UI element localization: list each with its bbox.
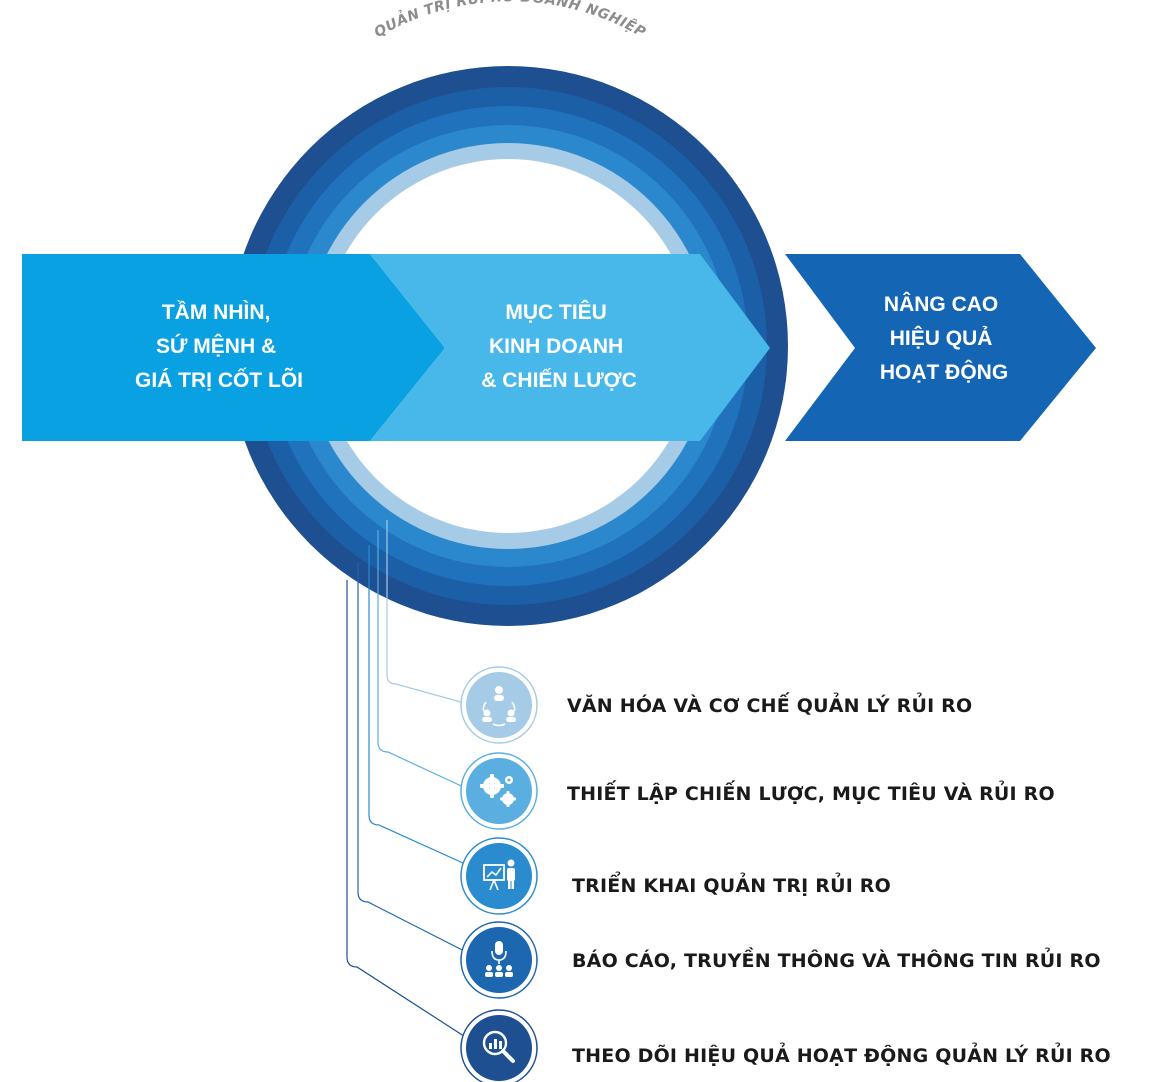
arrow-objectives-line-3: & CHIẾN LƯỢC: [481, 369, 637, 392]
arrow-performance-line-1: NÂNG CAO: [884, 292, 998, 316]
connector-2: [377, 530, 471, 791]
gears-icon: [480, 774, 516, 807]
connector-1: [386, 520, 469, 705]
item-3-disc: [466, 843, 532, 909]
arrow-performance: [785, 254, 1096, 441]
arrow-objectives: [370, 254, 770, 441]
item-1-disc: [466, 672, 532, 738]
item-strategy: [460, 752, 538, 830]
arrow-objectives-line-2: KINH DOANH: [489, 335, 623, 358]
item-5-label: THEO DÕI HIỆU QUẢ HOẠT ĐỘNG QUẢN LÝ RỦI …: [572, 1042, 1111, 1067]
connectors: [346, 520, 475, 1041]
arrow-vision-label: TẦM NHÌN, SỨ MỆNH & GIÁ TRỊ CỐT LÕI: [135, 301, 303, 392]
arrow-objectives-label: MỤC TIÊU KINH DOANH & CHIẾN LƯỢC: [481, 300, 637, 392]
microphone-audience-icon: [485, 941, 513, 977]
connector-4: [357, 562, 475, 957]
arrow-performance-line-3: HOẠT ĐỘNG: [880, 360, 1008, 384]
item-culture: [460, 666, 538, 744]
item-monitoring: [460, 1009, 538, 1082]
people-cycle-icon: [482, 686, 516, 727]
item-3-label: TRIỂN KHAI QUẢN TRỊ RỦI RO: [572, 871, 891, 897]
arrow-vision-line-1: TẦM NHÌN,: [162, 301, 271, 324]
arrow-vision-line-2: SỨ MỆNH &: [156, 334, 276, 358]
arrow-performance-line-2: HIỆU QUẢ: [890, 326, 993, 350]
item-implementation: [460, 837, 538, 915]
arc-title: QUẢN TRỊ RỦI RO DOANH NGHIỆP: [372, 0, 649, 41]
process-arrows: [22, 254, 1096, 441]
connector-5: [346, 580, 471, 1041]
arrow-vision-line-3: GIÁ TRỊ CỐT LÕI: [135, 368, 303, 392]
connector-3: [368, 545, 475, 869]
arrow-vision: [22, 254, 445, 441]
item-4-label: BÁO CÁO, TRUYỀN THÔNG VÀ THÔNG TIN RỦI R…: [572, 946, 1101, 972]
arrow-performance-label: NÂNG CAO HIỆU QUẢ HOẠT ĐỘNG: [880, 292, 1008, 384]
magnifier-chart-icon: [482, 1030, 515, 1063]
presentation-icon: [483, 859, 515, 891]
arrow-objectives-line-1: MỤC TIÊU: [505, 300, 607, 324]
item-1-label: VĂN HÓA VÀ CƠ CHẾ QUẢN LÝ RỦI RO: [567, 691, 972, 717]
item-reporting: [460, 921, 538, 999]
item-2-label: THIẾT LẬP CHIẾN LƯỢC, MỤC TIÊU VÀ RỦI RO: [567, 779, 1055, 805]
